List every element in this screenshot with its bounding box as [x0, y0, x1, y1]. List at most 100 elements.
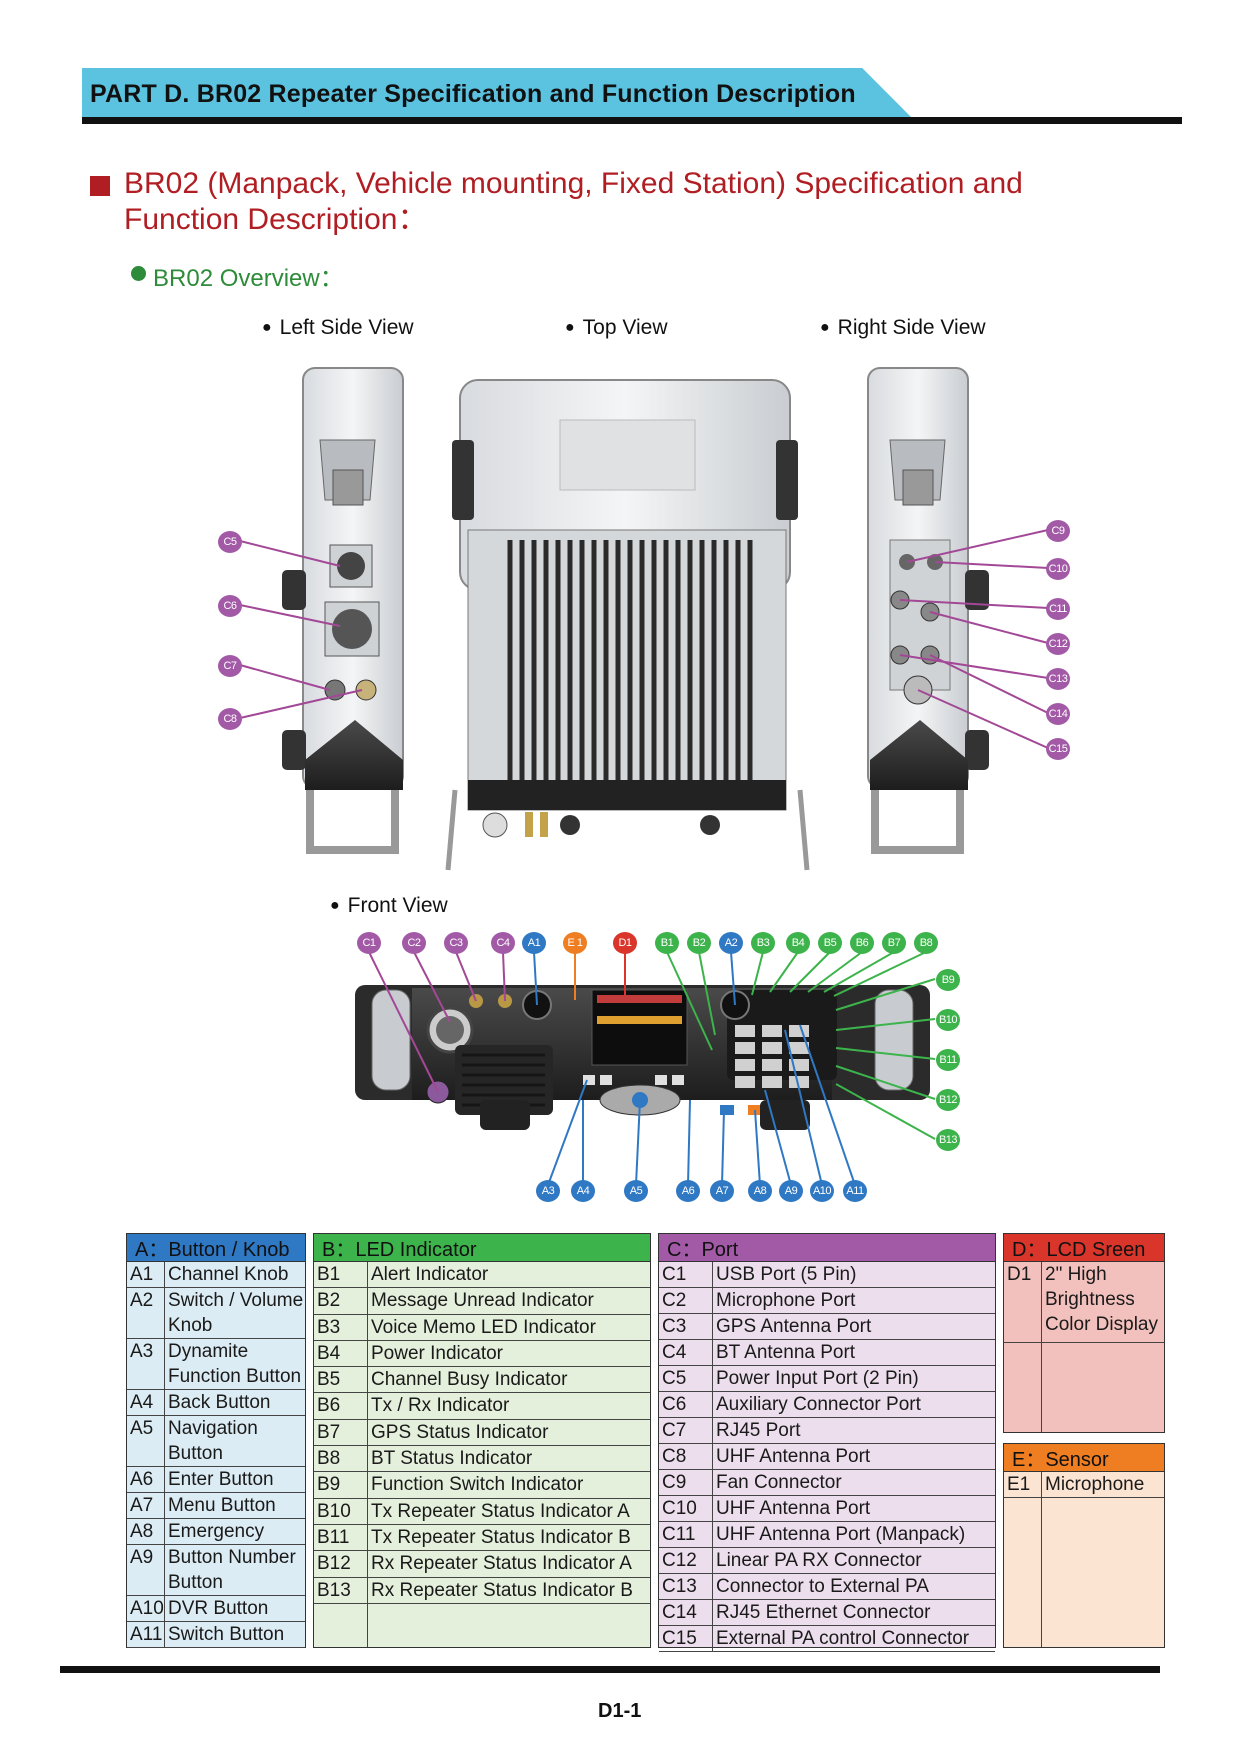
row-label: UHF Antenna Port (Manpack) [716, 1524, 966, 1545]
callout-c13: C13 [1046, 668, 1070, 690]
row-label: Microphone [1045, 1474, 1145, 1495]
front-top-callout-lines [368, 951, 927, 1093]
row-id: B5 [314, 1367, 368, 1393]
row-id: A8 [127, 1519, 165, 1544]
front-right-callout-lines [835, 978, 936, 1140]
part-title: PART D. BR02 Repeater Specification and … [90, 80, 856, 108]
callout-c14: C14 [1046, 703, 1070, 725]
row-label: Channel Knob [168, 1264, 289, 1285]
row-label: Auxiliary Connector Port [716, 1394, 921, 1415]
row-label: External PA control Connector [716, 1628, 970, 1649]
row-label: Power Input Port (2 Pin) [716, 1368, 919, 1389]
row-label: BT Antenna Port [716, 1342, 856, 1363]
row-id: B11 [314, 1524, 368, 1551]
row-label: BT Status Indicator [371, 1448, 533, 1470]
row-label: Menu Button [168, 1495, 276, 1516]
row-label: Rx Repeater Status Indicator A [371, 1553, 632, 1575]
callout-a1: A1 [522, 932, 546, 954]
row-id: B9 [314, 1472, 368, 1498]
row-id: E1 [1004, 1472, 1042, 1498]
left-callout-lines [239, 540, 363, 719]
callout-b1: B1 [655, 932, 679, 954]
callout-a3: A3 [536, 1180, 560, 1202]
row-id: A5 [127, 1416, 165, 1466]
row-id: C3 [659, 1314, 713, 1339]
row-id: C15 [659, 1626, 713, 1651]
callout-c5: C5 [218, 531, 242, 553]
row-label: UHF Antenna Port [716, 1446, 871, 1467]
callout-c6: C6 [218, 595, 242, 617]
table-filler-id-column [314, 1603, 368, 1647]
row-id: B3 [314, 1314, 368, 1340]
callout-b5: B5 [818, 932, 842, 954]
callout-b7: B7 [882, 932, 906, 954]
right-side-view-label: Right Side View [820, 316, 986, 340]
row-id: C2 [659, 1288, 713, 1313]
row-id: B6 [314, 1393, 368, 1419]
row-id: A11 [127, 1622, 165, 1647]
row-id: B4 [314, 1340, 368, 1367]
row-id: A4 [127, 1390, 165, 1415]
row-label: Back Button [168, 1392, 271, 1413]
row-label: Channel Busy Indicator [371, 1369, 568, 1391]
row-id: C8 [659, 1444, 713, 1469]
section-title: BR02 (Manpack, Vehicle mounting, Fixed S… [124, 167, 1023, 236]
row-id: A2 [127, 1288, 165, 1338]
table-filler-id-column [1004, 1343, 1042, 1432]
callout-c10: C10 [1046, 558, 1070, 580]
callout-a8: A8 [748, 1180, 772, 1202]
row-id: B12 [314, 1551, 368, 1577]
callout-c1: C1 [357, 932, 381, 954]
table-c-header: C：Port [659, 1234, 995, 1262]
row-label: 2" High Brightness Color Display [1045, 1264, 1158, 1335]
row-label: Navigation Button [168, 1418, 258, 1464]
callout-a6: A6 [676, 1180, 700, 1202]
callout-b11: B11 [936, 1049, 960, 1071]
row-id: C10 [659, 1496, 713, 1521]
row-label: RJ45 Port [716, 1420, 801, 1441]
row-label: Tx Repeater Status Indicator A [371, 1500, 630, 1522]
row-label: DVR Button [168, 1598, 269, 1619]
callout-a5: A5 [624, 1180, 648, 1202]
callout-b13: B13 [936, 1129, 960, 1151]
row-label: USB Port (5 Pin) [716, 1264, 857, 1285]
row-label: RJ45 Ethernet Connector [716, 1602, 931, 1623]
callout-c2: C2 [402, 932, 426, 954]
row-label: Connector to External PA [716, 1576, 929, 1597]
row-id: C5 [659, 1366, 713, 1391]
row-label: Alert Indicator [371, 1264, 489, 1285]
left-side-device-image [282, 367, 404, 854]
table-a-header: A：Button / Knob [127, 1234, 305, 1262]
table-filler-id-column [1004, 1498, 1042, 1647]
callout-c11: C11 [1046, 598, 1070, 620]
callout-c7: C7 [218, 655, 242, 677]
table-filler [1004, 1343, 1164, 1432]
row-id: C13 [659, 1574, 713, 1599]
row-label: Button Number Button [168, 1547, 296, 1593]
callout-a2: A2 [719, 932, 743, 954]
device-illustrations [239, 367, 1049, 1186]
row-id: C9 [659, 1470, 713, 1495]
row-label: Dynamite Function Button [168, 1341, 302, 1387]
row-label: Voice Memo LED Indicator [371, 1316, 596, 1338]
row-id: B1 [314, 1262, 368, 1288]
row-label: UHF Antenna Port [716, 1498, 871, 1519]
